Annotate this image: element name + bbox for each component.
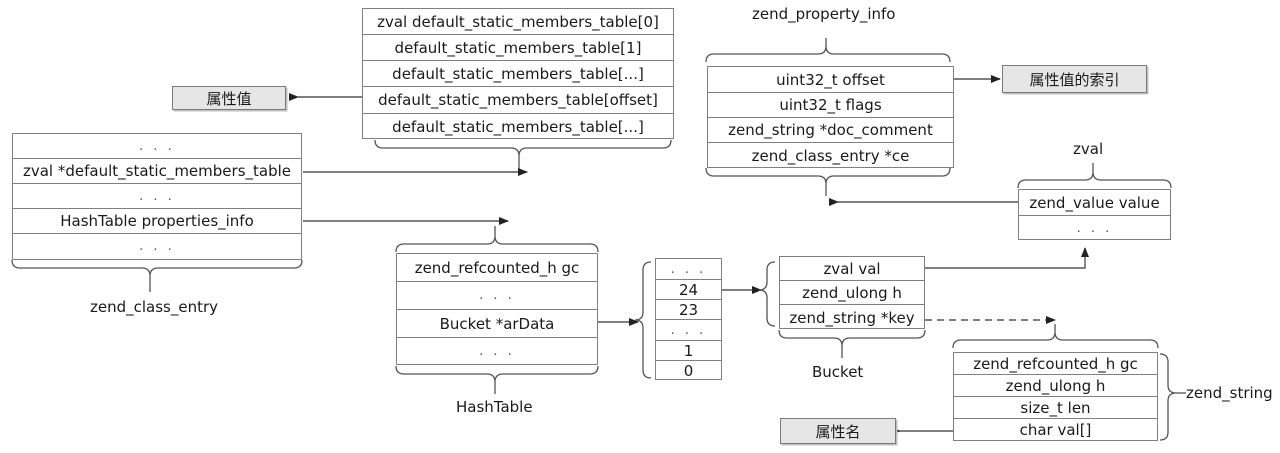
table-row: default_static_members_table[...] xyxy=(392,118,644,136)
table-row: zend_class_entry *ce xyxy=(751,147,910,165)
table-row: zval *default_static_members_table xyxy=(13,159,301,184)
struct-ardata-array: . . . 24 23 . . . 1 0 xyxy=(655,258,722,380)
table-row: 23 xyxy=(656,300,721,320)
property-name-badge: 属性名 xyxy=(780,418,896,444)
table-row: uint32_t offset xyxy=(708,67,953,93)
struct-zval: zend_value value . . . xyxy=(1018,189,1171,240)
brace-zend-string-right xyxy=(1159,353,1186,441)
caption-hashtable: HashTable xyxy=(456,398,533,416)
table-row: zend_ulong h xyxy=(780,281,924,305)
struct-zend-property-info: uint32_t offset uint32_t flags zend_stri… xyxy=(707,66,954,168)
link-bucket-val-to-zval xyxy=(925,247,1089,269)
struct-static-members-table: zval default_static_members_table[0] def… xyxy=(362,8,674,139)
table-row: zend_refcounted_h gc xyxy=(954,353,1157,375)
table-row: . . . xyxy=(656,320,721,341)
caption-zend-class-entry: zend_class_entry xyxy=(90,298,219,316)
table-row: zval val xyxy=(780,257,924,281)
brace-static-members-bottom xyxy=(374,139,672,172)
table-row: HashTable properties_info xyxy=(13,209,301,234)
brace-zend-property-info-bottom xyxy=(705,167,951,196)
table-row: . . . xyxy=(656,259,721,280)
table-row: zend_string *key xyxy=(789,308,915,327)
table-row: Bucket *arData xyxy=(397,310,597,338)
brace-zend-class-entry-bottom xyxy=(11,259,303,292)
struct-zend-class-entry: . . . zval *default_static_members_table… xyxy=(12,133,302,260)
brace-ardata-left xyxy=(634,261,652,379)
table-row: 1 xyxy=(656,341,721,361)
table-row: . . . xyxy=(13,134,301,159)
caption-zend-property-info: zend_property_info xyxy=(752,5,896,23)
brace-zend-property-info-top xyxy=(705,38,951,63)
brace-bucket-left xyxy=(758,261,776,327)
table-row: default_static_members_table[1] xyxy=(363,35,673,61)
caption-zend-string: zend_string xyxy=(1186,384,1273,402)
table-row: . . . xyxy=(397,282,597,310)
struct-hashtable: zend_refcounted_h gc . . . Bucket *arDat… xyxy=(396,253,598,365)
struct-bucket: zval val zend_ulong h zend_string *key xyxy=(779,256,925,329)
table-row: default_static_members_table[offset] xyxy=(363,87,673,114)
table-row: 0 xyxy=(683,362,694,380)
table-row: zend_value value xyxy=(1019,190,1170,216)
table-row: 24 xyxy=(656,280,721,300)
caption-bucket: Bucket xyxy=(812,363,864,381)
table-row: . . . xyxy=(479,344,515,359)
table-row: uint32_t flags xyxy=(708,93,953,118)
table-row: . . . xyxy=(1076,220,1113,236)
brace-hashtable-top xyxy=(395,226,599,253)
table-row: default_static_members_table[...] xyxy=(363,61,673,87)
table-row: . . . xyxy=(139,239,175,254)
property-value-badge: 属性值 xyxy=(172,86,286,110)
struct-zend-string: zend_refcounted_h gc zend_ulong h size_t… xyxy=(953,352,1158,441)
table-row: zend_ulong h xyxy=(954,375,1157,397)
brace-bucket-bottom xyxy=(778,329,926,358)
table-row: size_t len xyxy=(954,397,1157,419)
table-row: zend_refcounted_h gc xyxy=(397,254,597,282)
property-value-index-badge: 属性值的索引 xyxy=(1002,65,1147,93)
table-row: zval default_static_members_table[0] xyxy=(363,9,673,35)
table-row: . . . xyxy=(13,184,301,209)
table-row: char val[] xyxy=(1019,421,1092,439)
brace-zval-top xyxy=(1017,163,1172,189)
caption-zval: zval xyxy=(1073,140,1104,158)
brace-zend-string-top xyxy=(952,324,1159,349)
table-row: zend_string *doc_comment xyxy=(708,118,953,143)
brace-hashtable-bottom xyxy=(395,365,599,394)
